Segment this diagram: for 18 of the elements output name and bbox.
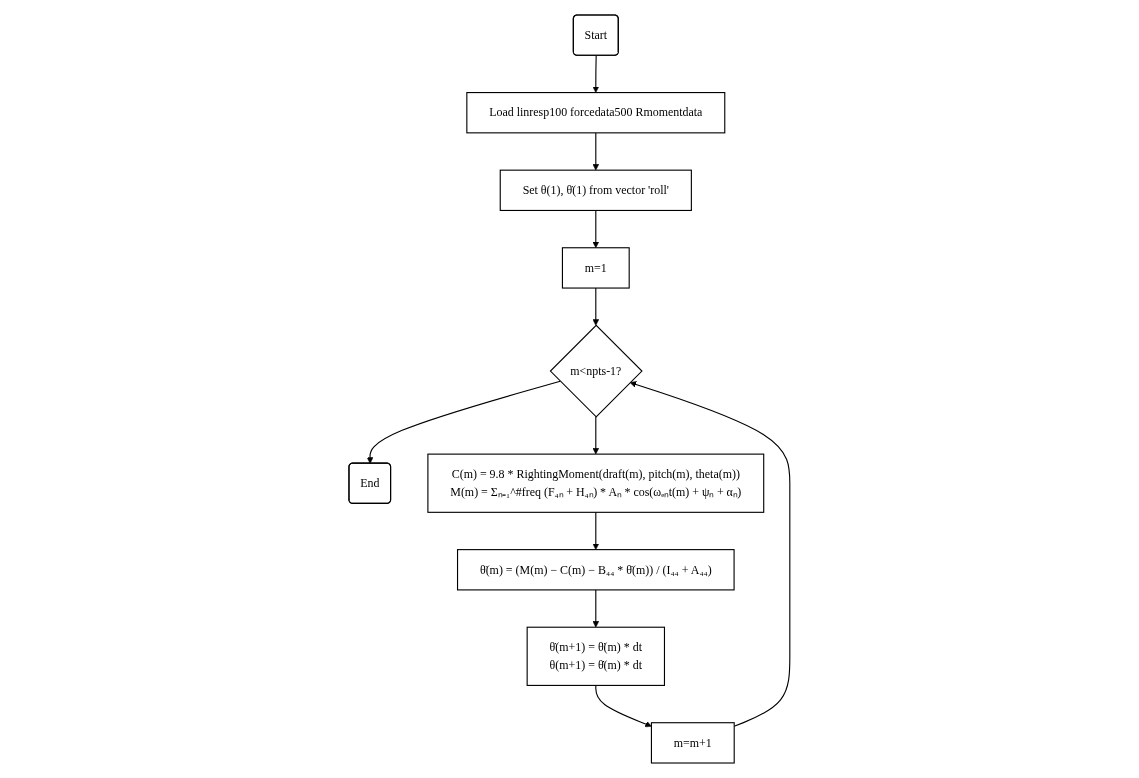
node-box: θ̈(m) = (M(m) − C(m) − B₄₄ * θ̇(m)) / (I₄₄ + A₄₄) bbox=[457, 549, 735, 591]
node-box: m=m+1 bbox=[650, 722, 735, 764]
arrow bbox=[592, 416, 600, 455]
arrow bbox=[629, 381, 791, 727]
arrow bbox=[592, 287, 600, 326]
arrow bbox=[592, 511, 600, 550]
node-box: m=1 bbox=[561, 247, 630, 289]
arrow bbox=[592, 55, 600, 93]
arrow bbox=[366, 380, 561, 464]
node-box: C(m) = 9.8 * RightingMoment(draft(m), pitch(m), theta(m)) M(m) = Σₙ₌₁^#freq (F₄ₙ + H₄ₙ) * Aₙ * cos(ωₑₙt(m) + ψₙ + αₙ) bbox=[427, 453, 765, 513]
arrow bbox=[592, 589, 600, 628]
arrow bbox=[592, 209, 600, 249]
node-box: θ̇(m+1) = θ̈(m) * dt θ(m+1) = θ̇(m) * dt bbox=[526, 626, 666, 686]
node-diamond: m<npts-1? bbox=[549, 324, 643, 418]
arrow bbox=[595, 684, 652, 728]
arrow bbox=[592, 132, 600, 171]
node-box: Set θ(1), θ̇(1) from vector 'roll' bbox=[499, 169, 692, 211]
node-box: Load linresp100 forcedata500 Rmomentdata bbox=[466, 92, 726, 134]
